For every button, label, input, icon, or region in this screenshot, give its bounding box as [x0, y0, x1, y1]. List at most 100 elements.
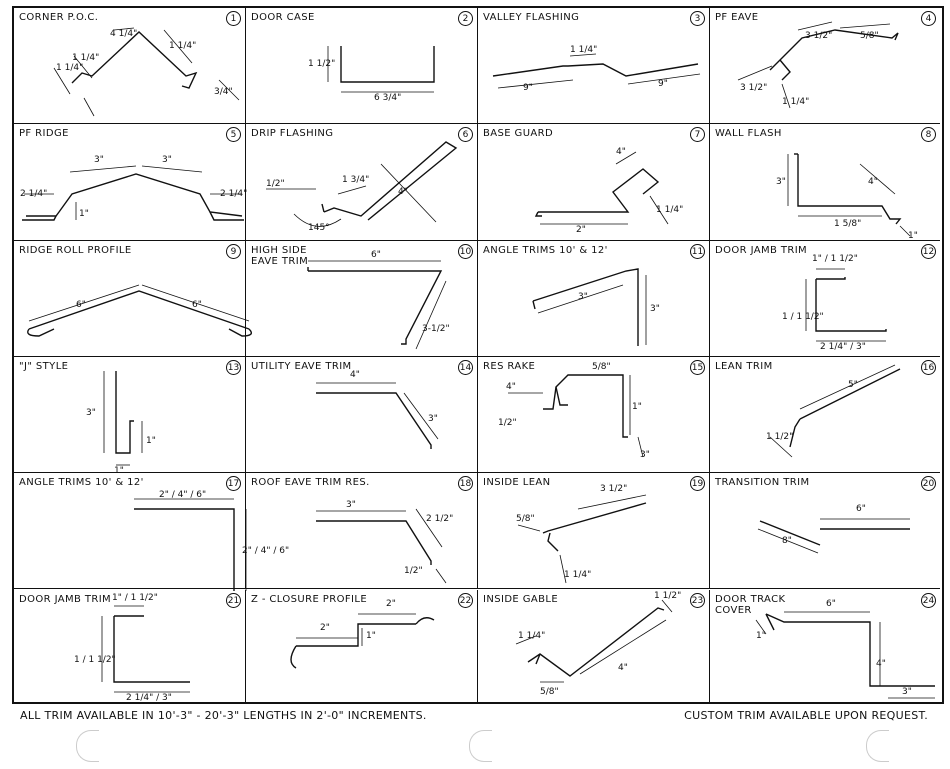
binder-hole-left [76, 730, 99, 762]
trim-profile-cell: 1" / 1 1/2"1 / 1 1/2"2 1/4" / 3"DOOR JAM… [710, 241, 940, 357]
dimension-label: 1" [366, 631, 376, 641]
profile-line [765, 613, 775, 630]
profile-line [134, 508, 235, 592]
dimension-label: 1 1/2" [654, 591, 681, 601]
trim-profile-cell: 3"1"1" "J" STYLE 13 [14, 356, 246, 476]
dimension-label: 2 1/4" [220, 189, 247, 199]
profile-line [555, 386, 568, 406]
profile-line [759, 520, 821, 546]
dimension-label: 2" [386, 599, 396, 609]
dimension-line [69, 165, 137, 173]
item-number-badge: 18 [458, 476, 473, 492]
dimension-line [769, 436, 793, 458]
dimension-line [579, 619, 667, 674]
trim-profile-drawing: 6"6" [27, 284, 252, 337]
dimension-label: 1" [756, 631, 766, 641]
profile-line [492, 63, 699, 77]
dimension-line [899, 226, 911, 237]
dimension-label: 1" [79, 209, 89, 219]
trim-profile-cell: 1 1/4"1 1/4"4 1/4"1 1/4"3/4"CORNER P.O.C… [14, 8, 246, 125]
dimension-line [737, 65, 773, 81]
profile-line [321, 204, 325, 213]
trim-title: CORNER P.O.C. [19, 12, 99, 23]
dimension-label: 1" / 1 1/2" [812, 254, 858, 264]
dimension-label: 3" [94, 155, 104, 165]
dimension-label: 6" [192, 300, 202, 310]
trim-profile-drawing: 2"4"1 1/4" [534, 147, 683, 235]
trim-title: DRIP FLASHING [251, 128, 334, 140]
item-number-badge: 7 [690, 127, 705, 143]
trim-title: "J" STYLE [19, 360, 69, 372]
dimension-label: 4" [618, 663, 628, 673]
item-number-badge: 23 [690, 592, 705, 608]
dimension-label: 4" [350, 370, 360, 380]
dimension-label: 3" [902, 687, 912, 697]
trim-title: PF EAVE [715, 12, 759, 23]
trim-title: HIGH SIDE EAVE TRIM [251, 244, 309, 267]
dimension-label: 1 5/8" [834, 219, 861, 229]
dimension-label: 2 1/2" [426, 514, 453, 524]
dimension-label: 3" [86, 408, 96, 418]
dimension-line [113, 27, 135, 31]
dimension-line [755, 619, 767, 634]
trim-profile-drawing: 2" 2" 1" [290, 599, 435, 669]
profile-line [115, 370, 134, 454]
profile-line [534, 211, 542, 217]
profile-line [290, 645, 297, 669]
dimension-label: 3" [640, 450, 650, 460]
profile-line [816, 276, 846, 280]
trim-title: DOOR CASE [251, 12, 315, 23]
dimension-line [615, 151, 637, 165]
dimension-line [83, 97, 95, 117]
profile-line [296, 622, 416, 647]
item-number-badge: 24 [921, 592, 936, 608]
dimension-label: 9" [658, 79, 668, 89]
trim-title: PF RIDGE [19, 128, 69, 140]
dimension-line [435, 568, 447, 584]
item-number-badge: 3 [690, 11, 705, 26]
dimension-label: 1 1/2" [766, 432, 793, 442]
dimension-label: 4" [506, 382, 516, 392]
dimension-line [537, 284, 624, 313]
profile-line [316, 392, 432, 449]
dimension-label: 4 1/4" [110, 29, 137, 39]
dimension-label: 4" [868, 177, 878, 187]
trim-profile-cell: 3"3"ANGLE TRIMS 10' & 12'11 [478, 240, 710, 357]
dimension-line [839, 23, 891, 29]
profile-line [27, 327, 55, 337]
dimension-label: 1 1/4" [169, 41, 196, 51]
dimension-label: 6" [856, 504, 866, 514]
dimension-label: 1 1/4" [56, 63, 83, 73]
trim-profile-drawing: 6"1"4"3" [755, 599, 935, 698]
profile-line [22, 215, 57, 221]
trim-profile-drawing: 3"1 5/8"4"1" [776, 153, 918, 241]
profile-line [323, 141, 458, 221]
dimension-label: 1 1/4" [72, 53, 99, 63]
trim-profile-drawing: 1/2"1 3/4"4"145° [266, 141, 458, 233]
dimension-label: 3 1/2" [740, 83, 767, 93]
trim-profile-drawing: 3"1"1" [86, 370, 156, 476]
trim-profile-cell: 2" / 4" / 6"2" / 4" / 6"ANGLE TRIMS 10' … [14, 473, 289, 592]
dimension-label: 1/2" [404, 566, 423, 576]
trim-title: INSIDE GABLE [483, 593, 559, 605]
profile-line [765, 612, 935, 687]
dimension-label: 1" [908, 231, 918, 241]
item-number-badge: 13 [226, 359, 241, 375]
profile-line [789, 418, 801, 448]
dimension-label: 6" [826, 599, 836, 609]
item-number-badge: 20 [921, 476, 936, 492]
dimension-label: 2" [320, 623, 330, 633]
profile-line [26, 173, 243, 217]
dimension-label: 1 1/4" [570, 45, 597, 55]
profile-line [779, 59, 791, 81]
trim-title: RES RAKE [483, 360, 536, 372]
dimension-line [53, 67, 71, 95]
trim-profile-drawing: 1 1/2"6 3/4" [308, 46, 435, 103]
